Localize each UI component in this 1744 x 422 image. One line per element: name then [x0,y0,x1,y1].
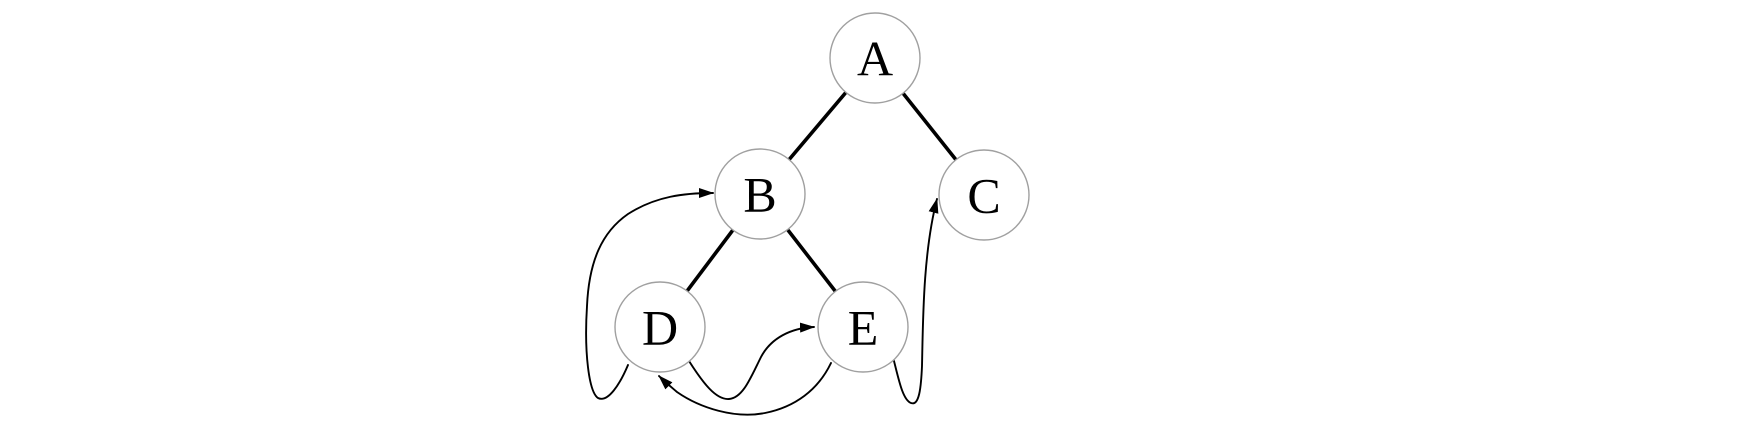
node-label-E: E [848,300,879,356]
node-circle-B [714,148,806,240]
directed-edge-E-D [658,362,832,416]
directed-edge-D-B [585,188,714,400]
node-circle-E [817,281,909,373]
node-label-C: C [967,168,1000,224]
directed-edge-D-E [688,322,815,400]
node-label-B: B [743,167,776,223]
node-circle-A [829,12,921,104]
node-circle-C [938,149,1030,241]
node-circle-D [614,281,706,373]
node-label-D: D [642,300,678,356]
node-label-A: A [857,31,893,87]
directed-edge-E-C [893,198,939,405]
